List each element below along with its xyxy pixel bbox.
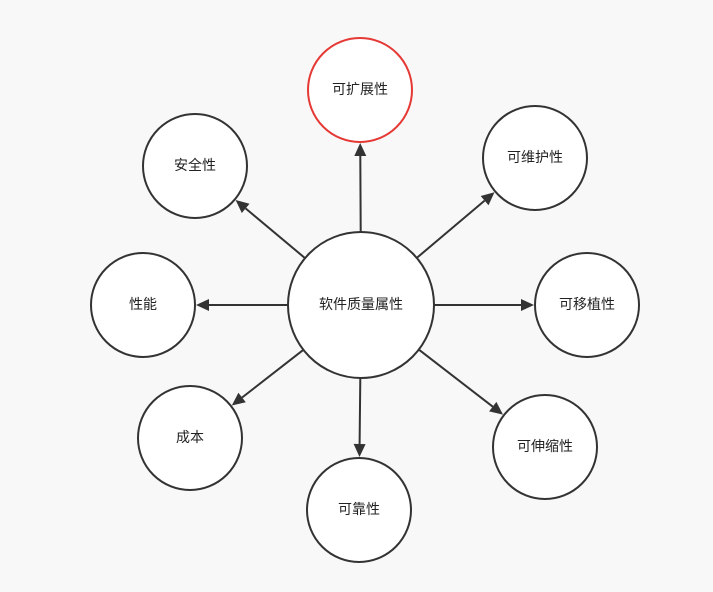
diagram-edges xyxy=(196,143,534,457)
arrowhead-performance xyxy=(196,299,209,311)
arrowhead-scalability xyxy=(354,143,367,156)
arrowhead-reliability xyxy=(353,443,366,457)
arrowhead-maintainability xyxy=(480,192,495,206)
node-circle-cost xyxy=(137,385,243,491)
node-circle-reliability xyxy=(306,457,412,563)
arrowhead-portability xyxy=(521,299,534,311)
edge-maintainability xyxy=(416,199,486,259)
node-cost: 成本 xyxy=(137,385,243,491)
node-label-cost: 成本 xyxy=(176,430,204,446)
node-scalability: 可扩展性 xyxy=(307,37,413,143)
node-portability: 可移植性 xyxy=(534,252,640,358)
arrowhead-elasticity xyxy=(489,401,503,415)
node-center: 软件质量属性 xyxy=(287,231,435,379)
node-security: 安全性 xyxy=(142,113,248,219)
node-circle-elasticity xyxy=(492,394,598,500)
node-label-performance: 性能 xyxy=(129,297,157,313)
node-label-reliability: 可靠性 xyxy=(338,502,380,518)
node-circle-performance xyxy=(90,252,196,358)
edge-reliability xyxy=(358,377,362,445)
arrowhead-cost xyxy=(231,392,246,406)
node-label-security: 安全性 xyxy=(174,157,216,174)
node-performance: 性能 xyxy=(90,252,196,358)
node-elasticity: 可伸缩性 xyxy=(492,394,598,500)
edge-security xyxy=(244,207,306,259)
node-label-portability: 可移植性 xyxy=(559,297,615,313)
node-circle-maintainability xyxy=(482,105,588,211)
node-label-scalability: 可扩展性 xyxy=(332,82,388,98)
node-circle-center xyxy=(287,231,435,379)
node-circle-security xyxy=(142,113,248,219)
node-circle-scalability xyxy=(307,37,413,143)
node-reliability: 可靠性 xyxy=(306,457,412,563)
node-maintainability: 可维护性 xyxy=(482,105,588,211)
node-label-maintainability: 可维护性 xyxy=(507,150,563,166)
arrowhead-security xyxy=(235,200,250,213)
node-circle-portability xyxy=(534,252,640,358)
edge-cost xyxy=(241,349,305,399)
node-label-elasticity: 可伸缩性 xyxy=(517,439,573,455)
edge-elasticity xyxy=(418,348,494,408)
node-label-center: 软件质量属性 xyxy=(319,297,403,313)
